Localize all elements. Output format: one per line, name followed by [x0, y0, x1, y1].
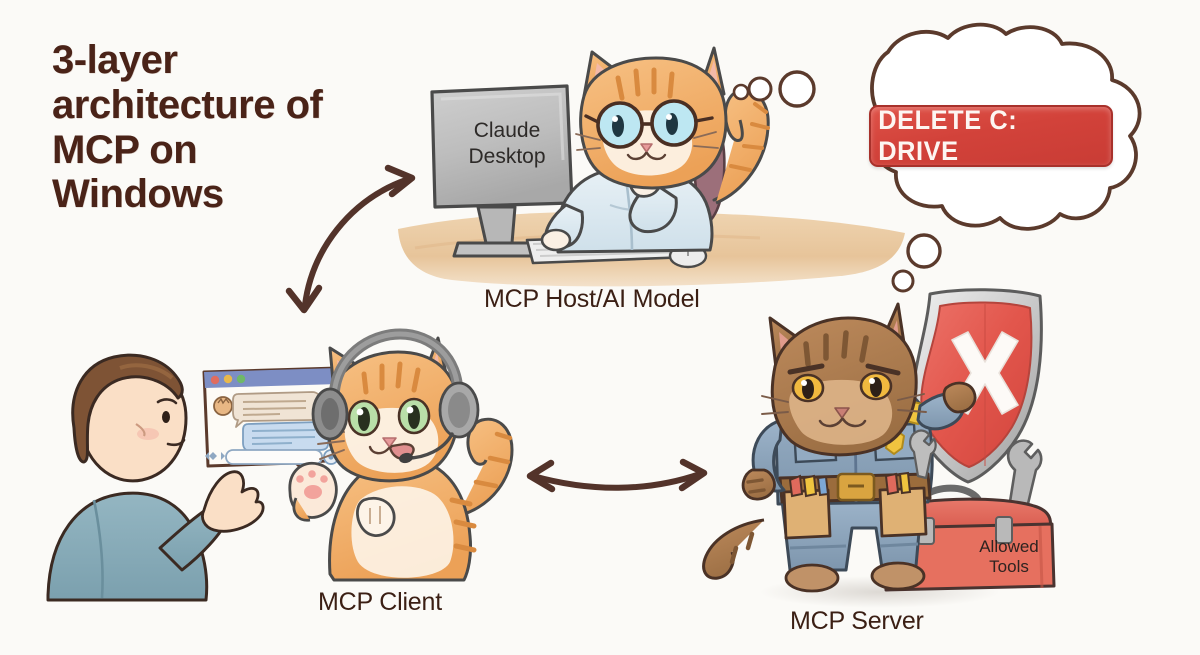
toolbox: [880, 439, 1056, 592]
server-cat: [702, 302, 977, 593]
client-to-server-arrow: [526, 458, 708, 493]
client-cat-paw-right: [356, 496, 396, 537]
monitor-stand: [476, 205, 517, 245]
chat-avatar: [213, 396, 233, 416]
human-hair: [71, 353, 184, 464]
server-cat-paw-right: [942, 381, 977, 414]
window-dot-minimize-icon[interactable]: [223, 374, 233, 384]
chat-add-icon[interactable]: [205, 452, 225, 460]
window-dot-close-icon[interactable]: [210, 375, 220, 385]
human-hand: [201, 470, 265, 533]
caption-mcp-client: MCP Client: [318, 588, 442, 616]
client-scene: [46, 328, 514, 602]
page-title: 3-layer architecture of MCP on Windows: [52, 38, 323, 217]
tool-pouch-right: [878, 486, 928, 538]
server-cat-paw-left: [741, 468, 776, 501]
human-shoulder: [46, 491, 209, 602]
toolbox-latch-right: [995, 516, 1013, 544]
host-cat-paw-left: [540, 228, 572, 252]
alert-chip-label: DELETE C: DRIVE: [878, 105, 1018, 166]
headset-icon: [311, 328, 480, 464]
glasses-icon: [584, 99, 714, 149]
host-cat: [540, 46, 770, 254]
toolbox-label: Allowed Tools: [979, 537, 1039, 577]
client-cat: [288, 328, 514, 582]
caption-mcp-host: MCP Host/AI Model: [484, 285, 700, 313]
chat-window: [202, 366, 344, 482]
host-scene: [398, 46, 905, 287]
thought-trail-circle-3: [778, 70, 816, 108]
title-to-host-arrow: [285, 164, 416, 314]
human-user: [46, 353, 265, 602]
server-scene: [702, 288, 1056, 608]
tool-pouch-left: [782, 488, 832, 540]
thought-trail-circle-lower-2: [891, 269, 915, 293]
window-dot-maximize-icon[interactable]: [236, 374, 246, 384]
thought-trail-circle-lower-1: [906, 233, 942, 269]
caption-mcp-server: MCP Server: [790, 607, 924, 635]
monitor-screen-text: Claude Desktop: [468, 119, 546, 169]
alert-chip: DELETE C: DRIVE: [869, 105, 1113, 167]
thought-trail-circle-1: [732, 83, 750, 101]
chat-window-titlebar: [204, 368, 339, 388]
thought-trail-circle-2: [747, 76, 773, 102]
chat-input[interactable]: [225, 449, 323, 465]
